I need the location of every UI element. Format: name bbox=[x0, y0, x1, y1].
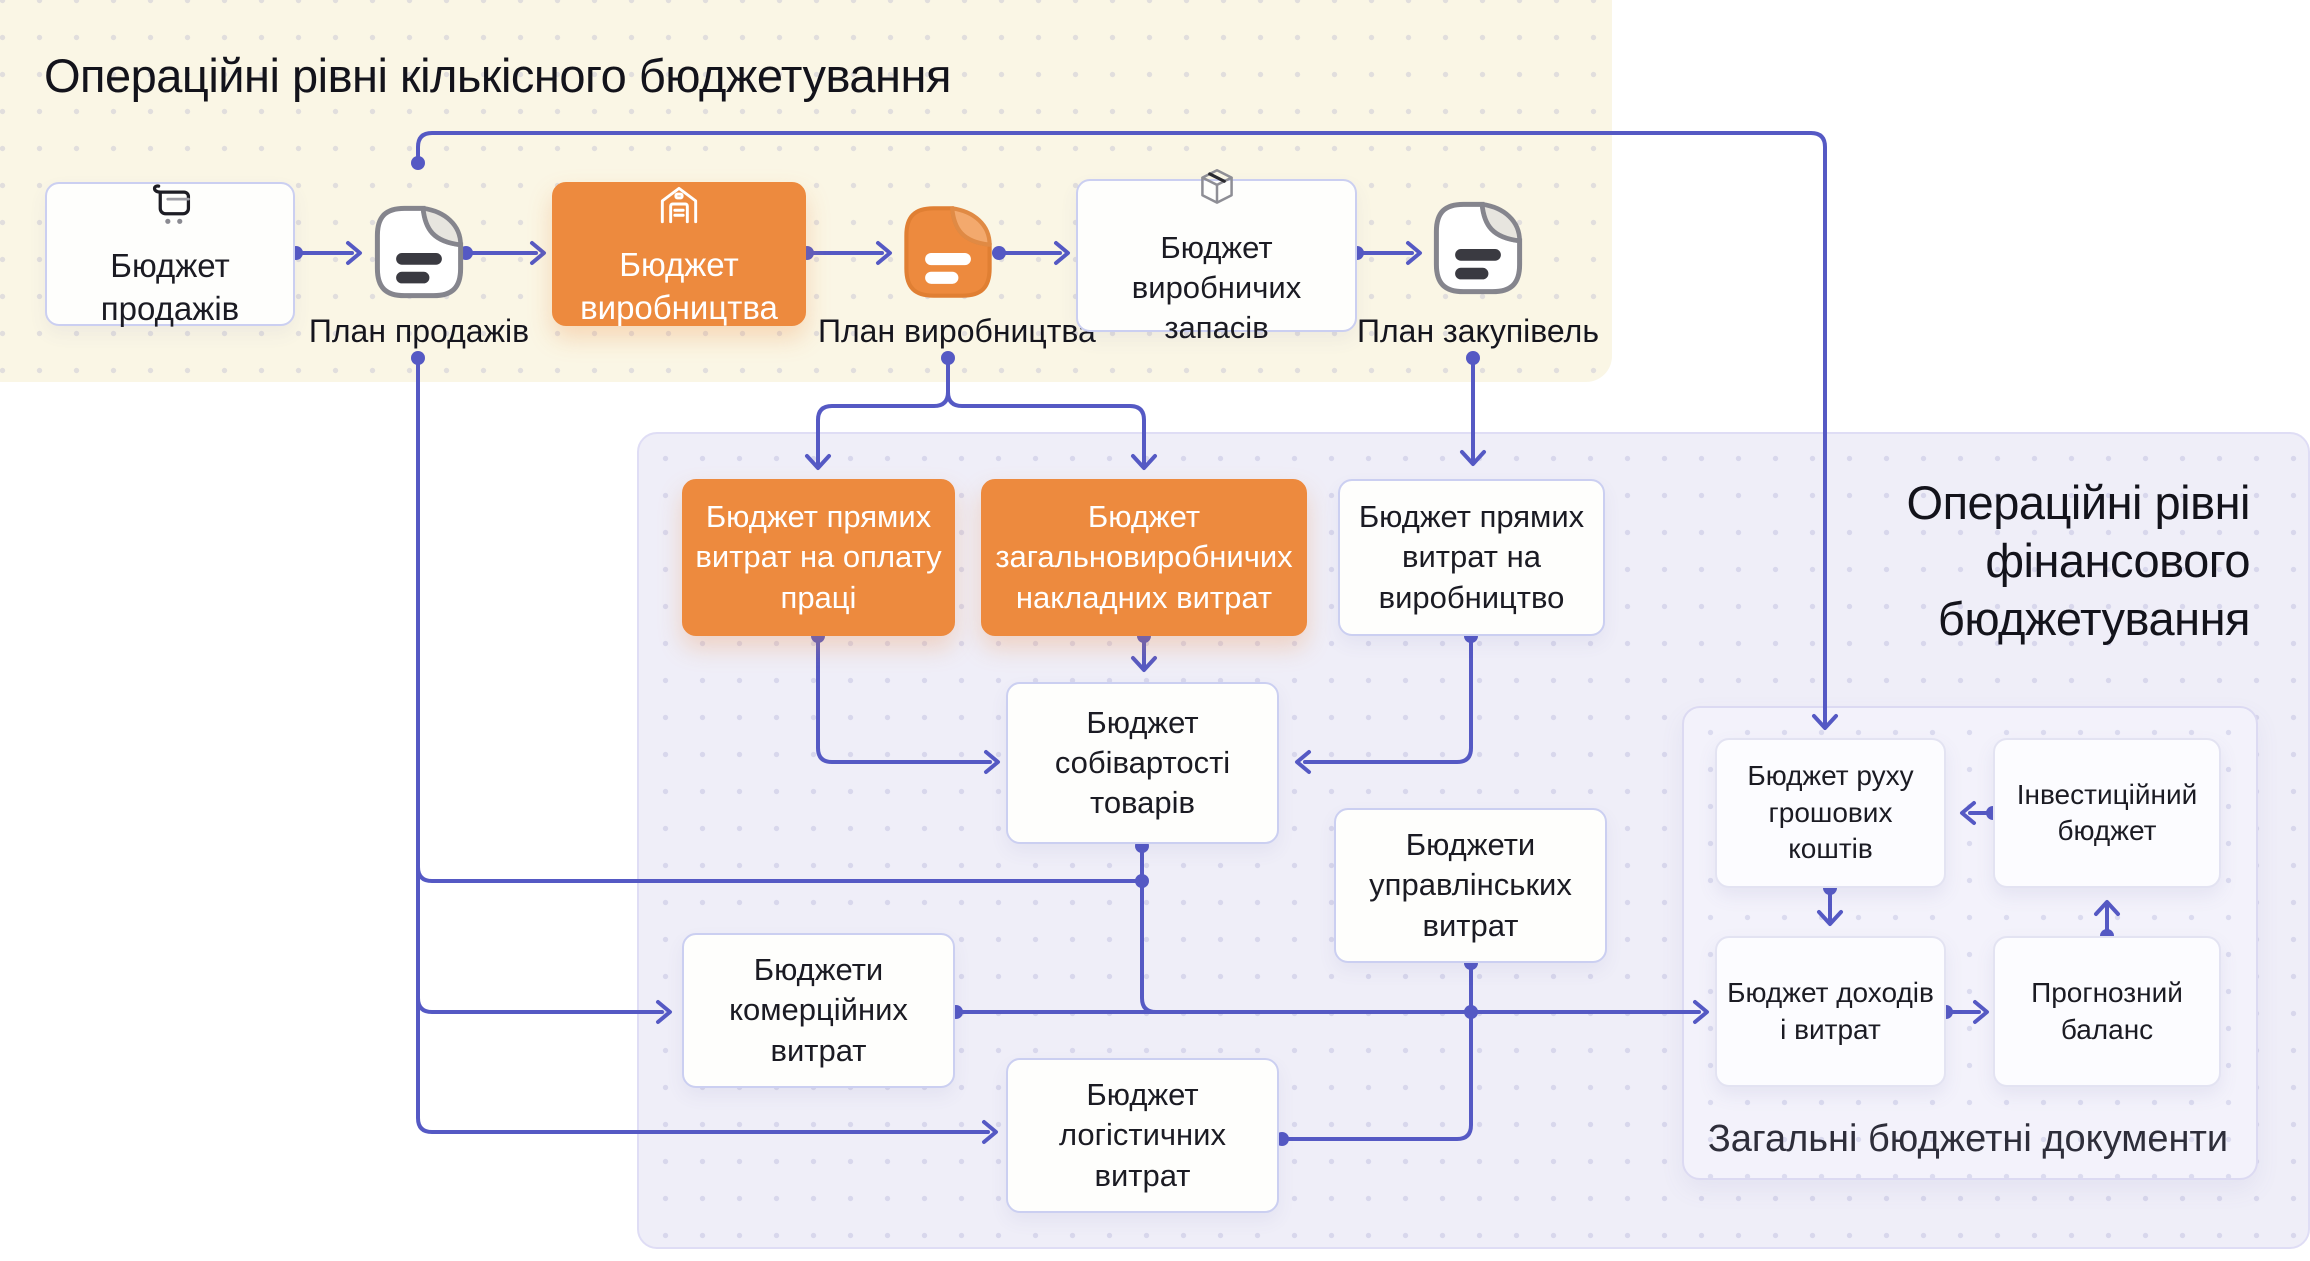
node-label: Бюджет загальновиробничих накладних витр… bbox=[995, 499, 1293, 615]
node-production-plan bbox=[898, 200, 998, 309]
document-icon bbox=[904, 206, 992, 298]
node-direct-production-budget: Бюджет прямих витрат на виробництво bbox=[1338, 479, 1605, 636]
node-label: Бюджет руху грошових коштів bbox=[1747, 760, 1914, 865]
node-forecast-balance: Прогнозний баланс bbox=[1993, 936, 2221, 1087]
node-label: Бюджет доходів і витрат bbox=[1727, 977, 1934, 1045]
node-cogs-budget: Бюджет собівартості товарів bbox=[1006, 682, 1279, 844]
node-cashflow-budget: Бюджет руху грошових коштів bbox=[1715, 738, 1946, 888]
node-logistics-budget: Бюджет логістичних витрат bbox=[1006, 1058, 1279, 1213]
node-production-budget: Бюджет виробництва bbox=[552, 182, 806, 326]
node-label: Бюджет виробництва bbox=[580, 245, 778, 326]
node-inventory-budget: Бюджет виробничих запасів bbox=[1076, 168, 1357, 345]
node-labor-budget: Бюджет прямих витрат на оплату праці bbox=[682, 479, 955, 636]
node-sales-plan bbox=[369, 200, 469, 309]
node-admin-budget: Бюджети управлінських витрат bbox=[1334, 808, 1607, 963]
node-label: Бюджети управлінських витрат bbox=[1369, 827, 1572, 943]
node-sales-budget: Бюджет продажів bbox=[45, 182, 295, 327]
node-label: Прогнозний баланс bbox=[2031, 977, 2183, 1045]
quantitative-panel-title: Операційні рівні кількісного бюджетуванн… bbox=[44, 49, 951, 102]
node-label: Бюджет собівартості товарів bbox=[1054, 704, 1231, 821]
production-plan-label: План виробництва bbox=[818, 313, 1096, 349]
node-label: Бюджет продажів bbox=[100, 246, 240, 327]
purchase-plan-label: План закупівель bbox=[1356, 313, 1599, 349]
node-label: Бюджети комерційних витрат bbox=[729, 952, 908, 1068]
node-label: Бюджет логістичних витрат bbox=[1059, 1077, 1226, 1193]
node-income-expense-budget: Бюджет доходів і витрат bbox=[1715, 936, 1946, 1087]
node-label: Інвестиційний бюджет bbox=[2016, 778, 2198, 846]
shopping-cart-icon bbox=[143, 178, 197, 235]
document-icon bbox=[1433, 201, 1523, 295]
node-overhead-budget: Бюджет загальновиробничих накладних витр… bbox=[981, 479, 1307, 636]
node-label: Бюджет виробничих запасів bbox=[1131, 229, 1302, 346]
documents-panel-caption: Загальні бюджетні документи bbox=[1707, 1118, 2229, 1160]
financial-panel-title: Операційні рівні фінансового бюджетуванн… bbox=[1906, 476, 2251, 645]
node-label: Бюджет прямих витрат на виробництво bbox=[1358, 499, 1585, 615]
sales-plan-label: План продажів bbox=[308, 313, 530, 349]
document-icon bbox=[374, 205, 464, 299]
node-investment-budget: Інвестиційний бюджет bbox=[1993, 738, 2221, 888]
node-commercial-budget: Бюджети комерційних витрат bbox=[682, 933, 955, 1088]
warehouse-icon bbox=[653, 179, 705, 234]
node-label: Бюджет прямих витрат на оплату праці bbox=[695, 499, 942, 615]
node-purchase-plan bbox=[1428, 196, 1528, 305]
package-box-icon bbox=[1192, 163, 1242, 218]
